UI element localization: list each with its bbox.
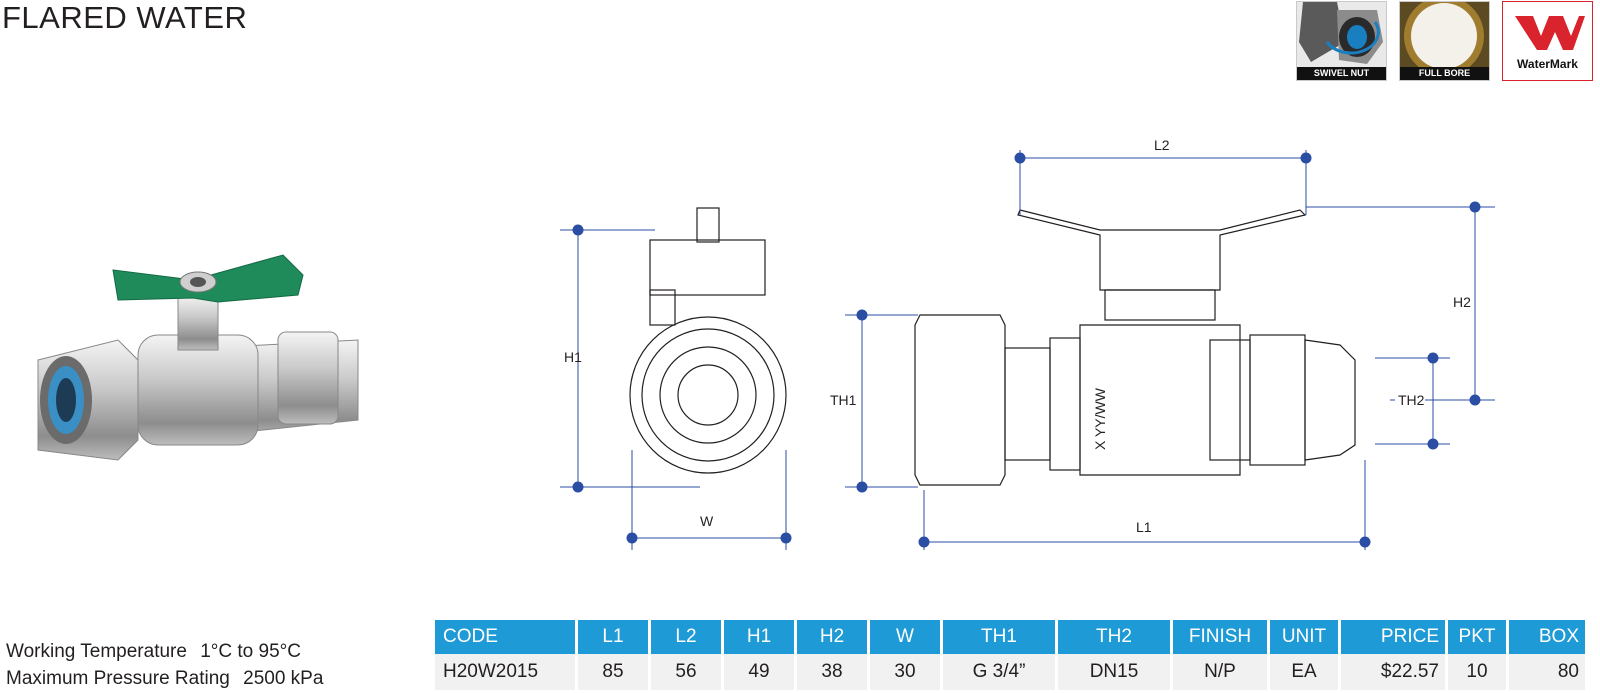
cell-pkt: 10: [1448, 654, 1506, 690]
watermark-label: WaterMark: [1517, 57, 1578, 71]
col-header-h2: H2: [797, 620, 867, 654]
temperature-label: Working Temperature: [6, 641, 187, 662]
col-header-l2: L2: [651, 620, 721, 654]
pressure-label: Maximum Pressure Rating: [6, 668, 230, 689]
col-header-finish: FINISH: [1173, 620, 1267, 654]
front-view-handle: [1017, 209, 1307, 291]
table-row: H20W2015 85 56 49 38 30 G 3/4” DN15 N/P …: [435, 654, 1585, 690]
cell-finish: N/P: [1173, 654, 1267, 690]
dim-label-th1: TH1: [830, 392, 857, 408]
temperature-spec: Working Temperature 1°C to 95°C: [6, 638, 323, 665]
cell-w: 30: [870, 654, 940, 690]
watermark-logo: [1515, 16, 1585, 50]
full-bore-label: FULL BORE: [1400, 67, 1489, 80]
col-header-th2: TH2: [1058, 620, 1170, 654]
dim-label-l1: L1: [1136, 519, 1152, 535]
cell-code: H20W2015: [435, 654, 575, 690]
dim-label-l2: L2: [1154, 137, 1170, 153]
col-header-h1: H1: [724, 620, 794, 654]
side-view-stem: [696, 207, 720, 243]
col-header-w: W: [870, 620, 940, 654]
side-view-body: [629, 316, 787, 474]
dim-label-h1: H1: [564, 349, 582, 365]
pressure-spec: Maximum Pressure Rating 2500 kPa: [6, 665, 323, 692]
feature-badges: SWIVEL NUT FULL BORE WaterMark: [1296, 1, 1593, 81]
cell-price: $22.57: [1341, 654, 1445, 690]
dim-label-w: W: [700, 513, 714, 529]
specifications: Working Temperature 1°C to 95°C Maximum …: [6, 638, 323, 692]
col-header-unit: UNIT: [1270, 620, 1338, 654]
col-header-code: CODE: [435, 620, 575, 654]
cell-l1: 85: [578, 654, 648, 690]
svg-text:X YY/WW: X YY/WW: [1092, 387, 1108, 450]
valve-product-photo: [37, 254, 359, 461]
cell-l2: 56: [651, 654, 721, 690]
swivel-nut-label: SWIVEL NUT: [1297, 67, 1386, 80]
cell-unit: EA: [1270, 654, 1338, 690]
page-title: FLARED WATER: [2, 0, 248, 35]
col-header-l1: L1: [578, 620, 648, 654]
col-header-pkt: PKT: [1448, 620, 1506, 654]
col-header-th1: TH1: [943, 620, 1055, 654]
product-table: CODE L1 L2 H1 H2 W TH1 TH2 FINISH UNIT P…: [432, 620, 1588, 690]
full-bore-badge: FULL BORE: [1399, 1, 1490, 81]
front-view-body: [1079, 324, 1241, 476]
full-bore-icon: [1400, 2, 1489, 76]
cell-th1: G 3/4”: [943, 654, 1055, 690]
pressure-value: 2500 kPa: [243, 668, 324, 689]
swivel-nut-icon: [1297, 2, 1386, 67]
cell-th2: DN15: [1058, 654, 1170, 690]
cell-box: 80: [1509, 654, 1585, 690]
swivel-nut-badge: SWIVEL NUT: [1296, 1, 1387, 81]
dim-label-h2: H2: [1453, 294, 1471, 310]
cell-h1: 49: [724, 654, 794, 690]
col-header-box: BOX: [1509, 620, 1585, 654]
watermark-badge: WaterMark: [1502, 1, 1593, 81]
temperature-value: 1°C to 95°C: [200, 641, 301, 662]
dim-label-th2: TH2: [1398, 392, 1425, 408]
col-header-price: PRICE: [1341, 620, 1445, 654]
table-header-row: CODE L1 L2 H1 H2 W TH1 TH2 FINISH UNIT P…: [435, 620, 1585, 654]
dimension-drawing: X YY/WW H1: [560, 137, 1495, 550]
side-view-handle: [649, 239, 766, 296]
cell-h2: 38: [797, 654, 867, 690]
front-view-swivel-nut: [914, 314, 1006, 486]
